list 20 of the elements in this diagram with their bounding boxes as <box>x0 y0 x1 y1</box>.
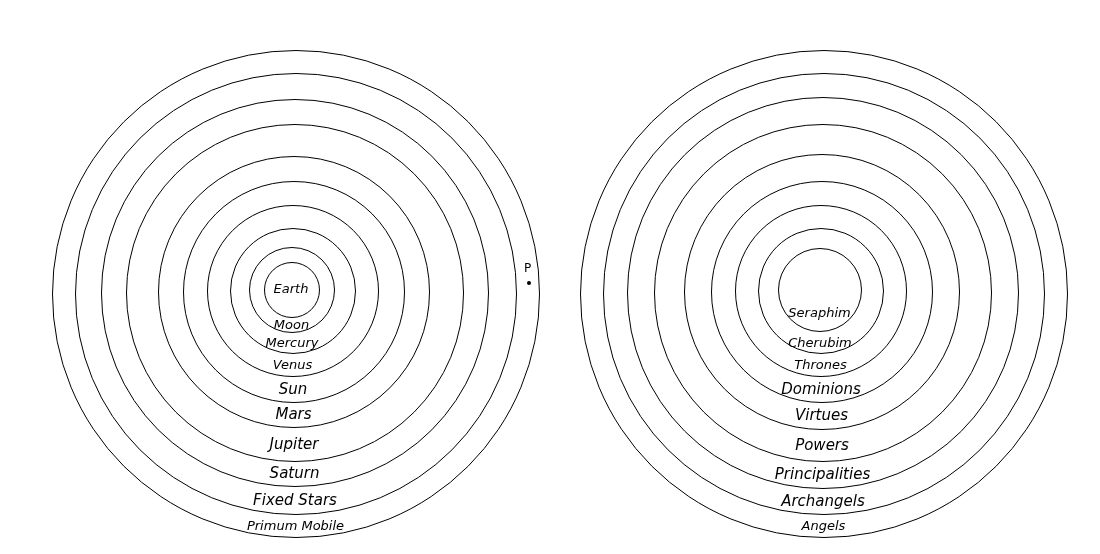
sphere-label: Primum Mobile <box>246 518 345 532</box>
sphere-label: Fixed Stars <box>253 492 337 508</box>
sphere-label: Dominions <box>781 381 861 397</box>
sphere-label: Archangels <box>781 493 865 509</box>
sphere-label: Principalities <box>774 466 871 482</box>
sphere-label: Sun <box>278 381 308 397</box>
sphere-label: Earth <box>273 281 309 295</box>
sphere-label: Angels <box>801 518 846 532</box>
sphere-label: Venus <box>272 357 313 371</box>
sphere-label: Jupiter <box>269 436 319 452</box>
sphere-label: Moon <box>273 317 310 331</box>
sphere-label: Thrones <box>794 357 847 371</box>
point-label: P <box>524 262 532 274</box>
sphere-label: Mars <box>275 406 312 422</box>
sphere-label: Saturn <box>269 465 320 481</box>
sphere-label: Cherubim <box>788 335 852 349</box>
sphere-label: Powers <box>795 437 849 453</box>
sphere-label: Mercury <box>265 335 319 349</box>
sphere-label: Virtues <box>795 407 848 423</box>
sphere-label: Seraphim <box>788 305 851 319</box>
